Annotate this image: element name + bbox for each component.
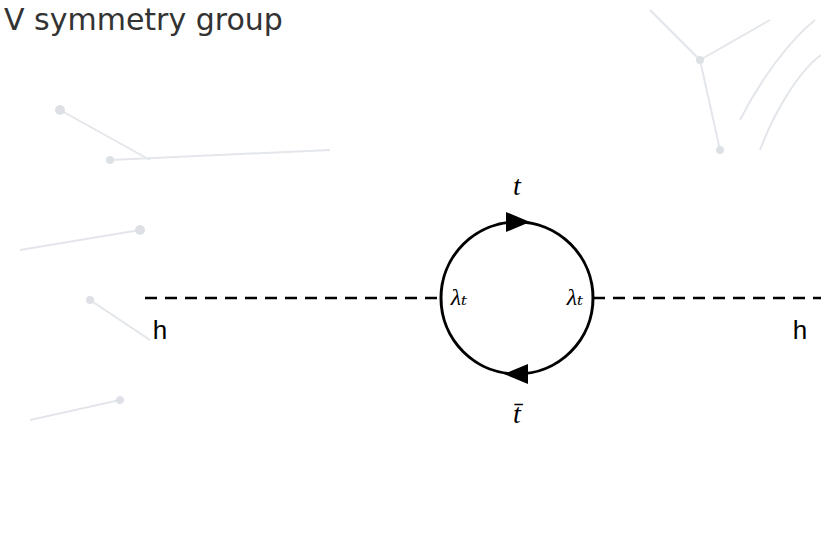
particle-label: t [513, 170, 521, 202]
coupling-label: λₜ [567, 283, 583, 311]
coupling-label: λₜ [451, 283, 467, 311]
field-label: h [793, 315, 807, 346]
field-label: h [153, 315, 167, 346]
slide-title: V symmetry group [4, 2, 283, 37]
particle-label: t̄ [513, 398, 521, 430]
